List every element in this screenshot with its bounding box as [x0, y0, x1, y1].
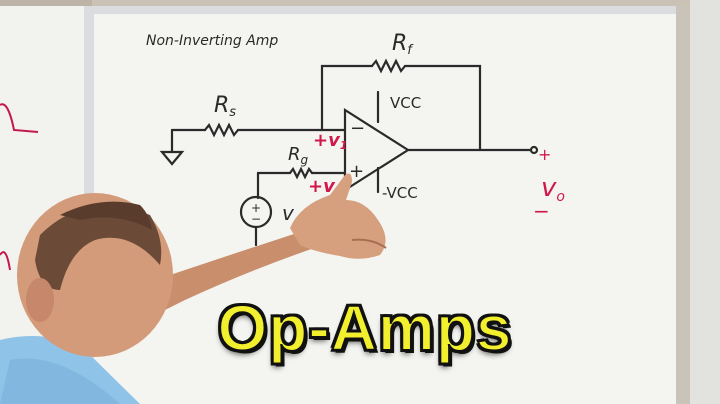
v1-label: +v1: [313, 130, 347, 152]
rs-label: Rs: [214, 93, 236, 120]
rf-label: Rf: [392, 31, 414, 58]
feedback-wire: [320, 64, 374, 114]
vcc-positive-label: VCC: [390, 94, 421, 112]
output-minus: −: [533, 199, 550, 223]
op-amp-triangle: [343, 107, 411, 193]
output-plus: +: [538, 145, 551, 164]
op-amp-plus: +: [349, 161, 364, 182]
source-minus: −: [251, 212, 261, 226]
presenter-hand: [290, 173, 386, 259]
rs-resistor: [203, 122, 240, 138]
source-label: v: [282, 201, 295, 225]
rg-resistor: [288, 166, 314, 180]
output-label: vo: [541, 173, 565, 205]
rf-resistor: [370, 58, 407, 74]
video-title-overlay: Op-Amps: [217, 291, 513, 365]
circuit-diagram: [159, 58, 539, 247]
rg-label: Rg: [288, 144, 309, 167]
board-title: Non-Inverting Amp: [146, 33, 278, 49]
vcc-negative-label: -VCC: [382, 184, 418, 202]
ground-symbol: [159, 128, 185, 166]
source-plus: +: [251, 201, 261, 215]
presenter: [0, 173, 387, 404]
whiteboard: [84, 0, 720, 404]
op-amp-minus: −: [350, 118, 365, 139]
